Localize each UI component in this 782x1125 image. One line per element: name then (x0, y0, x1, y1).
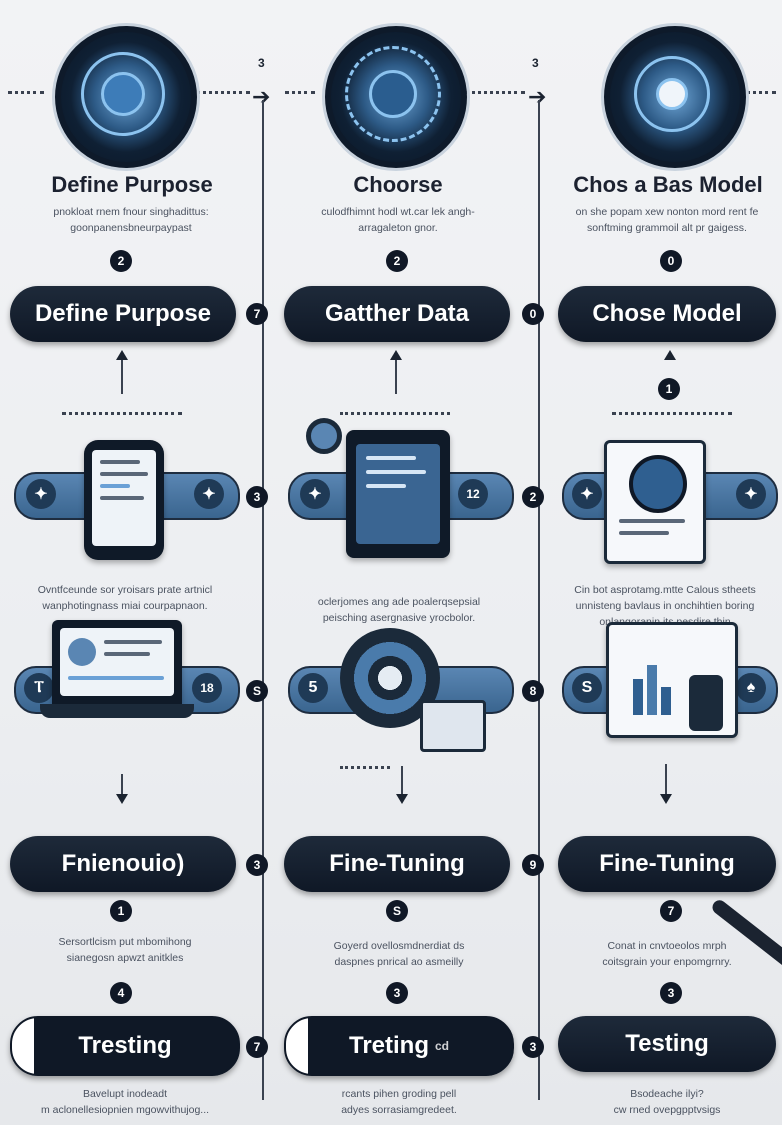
puzzle-icon: ♠ (736, 673, 766, 703)
fine-tuning-button-3[interactable]: Fine-Tuning (558, 836, 776, 892)
phone-icon (84, 440, 164, 560)
column-caption-3: on she popam xew nonton mord rent fe son… (575, 206, 759, 234)
puzzle-icon: ✦ (736, 479, 766, 509)
testing-button-1[interactable]: Tresting (10, 1016, 240, 1076)
column-title-2: Choorse (353, 172, 443, 197)
section-dotted-line (612, 412, 732, 415)
arrow-stem (395, 360, 397, 394)
step-badge: 1 (658, 378, 680, 400)
count-badge: 18 (192, 673, 222, 703)
puzzle-icon: ✦ (300, 479, 330, 509)
column-divider-1 (262, 100, 264, 1100)
fine-tuning-button-2[interactable]: Fine-Tuning (284, 836, 510, 892)
arrow-down-icon (396, 794, 408, 804)
arrow-stem (665, 764, 667, 794)
section-dotted-line (340, 766, 390, 769)
arrow-up-icon (664, 350, 676, 360)
section-caption-5: Goyerd ovellosmdnerdiat ds daspnes pnric… (333, 940, 465, 968)
column-caption-2: culodfhimnt hodl wt.car lek angh- arraga… (321, 206, 475, 234)
document-icon (604, 440, 706, 564)
connector-badge: 3 (246, 854, 268, 876)
model-circle-icon (604, 26, 746, 168)
step-badge: 1 (110, 900, 132, 922)
network-circle-icon (325, 26, 467, 168)
arrow-down-icon (660, 794, 672, 804)
section-caption-1: Ovntfceunde sor yroisars prate artnicl w… (37, 584, 213, 612)
notebook-icon (346, 430, 450, 558)
testing-label: Tresting (78, 1032, 172, 1059)
step-badge: 2 (386, 250, 408, 272)
target-circle-icon (55, 26, 197, 168)
define-purpose-button[interactable]: Define Purpose (10, 286, 236, 342)
step-badge: S (386, 900, 408, 922)
arrow-stem (121, 360, 123, 394)
testing-suffix: cd (435, 1039, 450, 1053)
column-caption-1: pnokloat rnem fnour singhadittus: goonpa… (53, 206, 209, 234)
fine-tuning-button-1[interactable]: Fnienouio) (10, 836, 236, 892)
section-caption-7: Bavelupt inodeadt m aclonellesiopnien mg… (40, 1088, 210, 1116)
puzzle-icon: 5 (298, 673, 328, 703)
connector-badge: 7 (246, 1036, 268, 1058)
document-icon (420, 700, 486, 752)
section-caption-8: rcants pihen groding pell adyes sorrasia… (341, 1088, 457, 1116)
section-caption-9: Bsodeache ilyi? cw rned ovepgpptvsigs (613, 1088, 721, 1116)
step-marker-1: 3 (258, 56, 265, 70)
arrow-up-icon (116, 350, 128, 360)
step-badge: 2 (110, 250, 132, 272)
arrow-up-icon (390, 350, 402, 360)
laptop-base (40, 704, 194, 718)
connector-badge: 0 (522, 303, 544, 325)
section-dotted-line (340, 412, 450, 415)
gather-data-button[interactable]: Gatther Data (284, 286, 510, 342)
puzzle-icon: ✦ (572, 479, 602, 509)
section-caption-6: Conat in cnvtoeolos mrph coitsgrain your… (602, 940, 732, 968)
arrow-down-icon (116, 794, 128, 804)
arrow-stem (401, 766, 403, 794)
connector-badge: 9 (522, 854, 544, 876)
top-dotted-line-left (8, 91, 44, 94)
column-divider-2 (538, 100, 540, 1100)
connector-badge: S (246, 680, 268, 702)
arrow-stem (121, 774, 123, 794)
top-dotted-line-mid (190, 91, 250, 94)
top-dotted-line-right (465, 91, 525, 94)
connector-badge: 7 (246, 303, 268, 325)
connector-badge: 3 (246, 486, 268, 508)
arrow-right-icon: ➔ (252, 84, 271, 109)
puzzle-icon: S (572, 673, 602, 703)
puzzle-icon: ✦ (194, 479, 224, 509)
arrow-right-icon: ➔ (528, 84, 547, 109)
section-caption-2: oclerjomes ang ade poalerqsepsial peisch… (317, 596, 481, 624)
step-marker-2: 3 (532, 56, 539, 70)
laptop-icon (52, 620, 182, 704)
puzzle-icon: Ⲧ (24, 673, 54, 703)
step-badge: 0 (660, 250, 682, 272)
section-dotted-line (62, 412, 182, 415)
step-badge: 3 (386, 982, 408, 1004)
puzzle-icon: ✦ (26, 479, 56, 509)
connector-badge: 3 (522, 1036, 544, 1058)
section-caption-4: Sersortlcism put mbomihong sianegosn apw… (58, 936, 192, 964)
chose-model-button[interactable]: Chose Model (558, 286, 776, 342)
connector-badge: 2 (522, 486, 544, 508)
testing-button-2[interactable]: Treting cd (284, 1016, 514, 1076)
top-dotted-line-mid2 (285, 91, 315, 94)
gear-icon (306, 418, 342, 454)
column-title-3: Chos a Bas Model (573, 172, 763, 197)
step-badge: 7 (660, 900, 682, 922)
column-title-1: Define Purpose (51, 172, 213, 197)
step-badge: 3 (660, 982, 682, 1004)
step-badge: 4 (110, 982, 132, 1004)
connector-badge: 8 (522, 680, 544, 702)
top-dotted-line-right2 (740, 91, 776, 94)
dashboard-icon (606, 622, 738, 738)
testing-label: Treting (348, 1032, 429, 1059)
count-badge: 12 (458, 479, 488, 509)
testing-button-3[interactable]: Testing (558, 1016, 776, 1072)
